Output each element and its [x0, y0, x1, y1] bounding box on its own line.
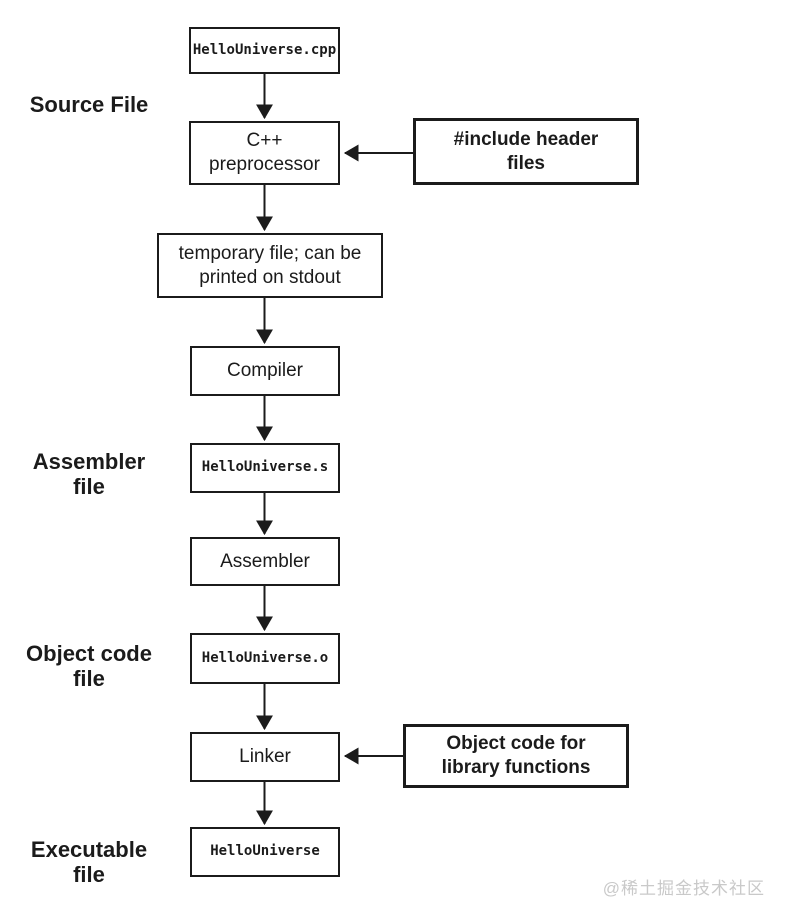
node-include-header-files: #include header files — [413, 118, 639, 185]
node-assembler: Assembler — [190, 537, 340, 586]
node-compiler: Compiler — [190, 346, 340, 396]
watermark-text: @稀土掘金技术社区 — [602, 879, 765, 898]
node-assembler-file-box: HelloUniverse.s — [190, 443, 340, 493]
stage-label-source-file: Source File — [29, 92, 149, 117]
node-linker: Linker — [190, 732, 340, 782]
stage-label-object-code-file: Object code file — [26, 641, 152, 692]
stage-label-assembler-file: Assembler file — [32, 449, 146, 500]
node-temporary-file: temporary file; can be printed on stdout — [157, 233, 383, 298]
node-executable-box: HelloUniverse — [190, 827, 340, 877]
stage-label-executable-file: Executable file — [30, 837, 148, 888]
node-object-code-library-functions: Object code for library functions — [403, 724, 629, 788]
node-cpp-preprocessor: C++ preprocessor — [189, 121, 340, 185]
node-source-file-box: HelloUniverse.cpp — [189, 27, 340, 74]
node-object-file-box: HelloUniverse.o — [190, 633, 340, 684]
